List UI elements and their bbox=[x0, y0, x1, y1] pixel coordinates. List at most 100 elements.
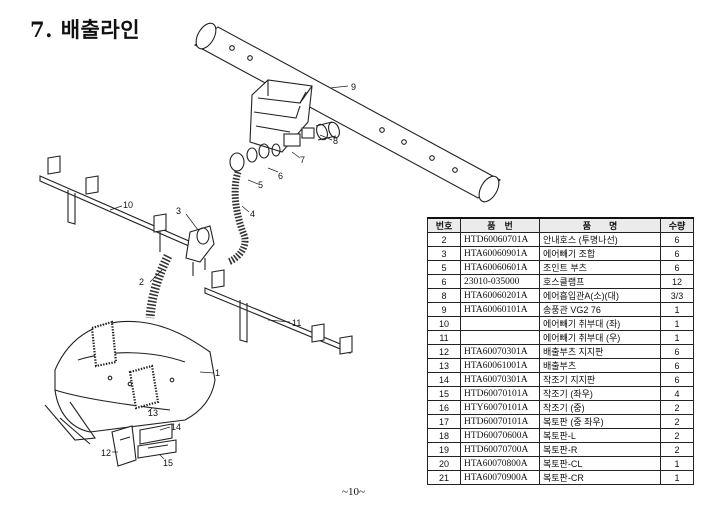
callout-11: 11 bbox=[292, 318, 301, 328]
cell-no: 6 bbox=[427, 274, 461, 289]
cell-part-number: HTA60070800A bbox=[460, 456, 540, 471]
cell-part-name: 복토판-L bbox=[539, 428, 661, 443]
callout-2: 2 bbox=[139, 277, 144, 287]
corrugated-hose bbox=[226, 170, 249, 266]
table-row: 11 에어빼기 취부대 (우)1 bbox=[427, 330, 694, 345]
cell-qty: 2 bbox=[660, 442, 694, 457]
air-vent-fitting bbox=[185, 225, 215, 276]
cell-qty: 2 bbox=[660, 428, 694, 443]
cell-part-number: HTY60070101A bbox=[460, 400, 540, 415]
cell-no: 19 bbox=[427, 442, 461, 457]
cell-no: 11 bbox=[427, 330, 461, 345]
callout-10: 10 bbox=[123, 200, 133, 210]
cell-part-number: HTA60060101A bbox=[460, 302, 540, 317]
cell-part-number: HTD60070700A bbox=[460, 442, 540, 457]
cell-part-number: HTA60070301A bbox=[460, 372, 540, 387]
table-header-row: 번호 품 번 품 명 수량 bbox=[427, 217, 694, 233]
cell-part-name: 작조기 (좌우) bbox=[539, 386, 661, 401]
cell-part-name: 복토판 (중 좌우) bbox=[539, 414, 661, 429]
cell-part-number: HTA60060201A bbox=[460, 288, 540, 303]
cell-qty: 4 bbox=[660, 386, 694, 401]
right-bracket-bar bbox=[204, 269, 353, 355]
callout-9: 9 bbox=[351, 82, 356, 92]
callout-15: 15 bbox=[163, 458, 173, 468]
callout-8: 8 bbox=[333, 136, 338, 146]
cell-part-name: 에어흡입관A(소)(대) bbox=[539, 288, 661, 303]
cell-qty: 6 bbox=[660, 358, 694, 373]
cell-qty: 6 bbox=[660, 260, 694, 275]
cell-part-name: 작조기 (중) bbox=[539, 400, 661, 415]
discharge-boots bbox=[90, 320, 160, 410]
leader-lines bbox=[109, 85, 349, 460]
cell-qty: 1 bbox=[660, 456, 694, 471]
cell-part-name: 호스클램프 bbox=[539, 274, 661, 289]
cell-part-number bbox=[460, 330, 540, 345]
cell-qty: 6 bbox=[660, 232, 694, 247]
callout-12: 12 bbox=[101, 448, 111, 458]
callout-14: 14 bbox=[171, 422, 181, 432]
callout-13: 13 bbox=[148, 408, 158, 418]
cell-part-number: HTA60070900A bbox=[460, 470, 540, 485]
cell-qty: 1 bbox=[660, 470, 694, 485]
cell-part-number bbox=[460, 316, 540, 331]
cell-no: 9 bbox=[427, 302, 461, 317]
cell-qty: 1 bbox=[660, 330, 694, 345]
cell-part-name: 에어빼기 취부대 (우) bbox=[539, 330, 661, 345]
cell-part-name: 에어빼기 취부대 (좌) bbox=[539, 316, 661, 331]
joint-boot-clamps bbox=[229, 143, 281, 172]
cell-qty: 6 bbox=[660, 344, 694, 359]
cell-qty: 6 bbox=[660, 372, 694, 387]
cell-no: 20 bbox=[427, 456, 461, 471]
guide-hose bbox=[145, 253, 173, 319]
page-number: ~10~ bbox=[342, 486, 365, 498]
cell-qty: 2 bbox=[660, 400, 694, 415]
cell-no: 17 bbox=[427, 414, 461, 429]
cell-part-number: HTD60070600A bbox=[460, 428, 540, 443]
cell-part-number: HTD60070101A bbox=[460, 386, 540, 401]
callout-4: 4 bbox=[250, 209, 255, 219]
cell-part-name: 복토판-R bbox=[539, 442, 661, 457]
air-vent-box bbox=[249, 79, 315, 153]
cell-no: 5 bbox=[427, 260, 461, 275]
callout-6: 6 bbox=[278, 171, 283, 181]
cell-qty: 6 bbox=[660, 246, 694, 261]
cell-part-number: HTD60070101A bbox=[460, 414, 540, 429]
header-part-name: 품 명 bbox=[539, 217, 661, 233]
cell-no: 18 bbox=[427, 428, 461, 443]
callout-7: 7 bbox=[300, 155, 305, 165]
header-part-number: 품 번 bbox=[460, 217, 540, 233]
blower-pipe bbox=[193, 22, 501, 203]
callout-5: 5 bbox=[258, 180, 263, 190]
cell-part-name: 에어빼기 조합 bbox=[539, 246, 661, 261]
air-intake-pipes bbox=[315, 121, 340, 141]
cell-part-name: 작조기 지지판 bbox=[539, 372, 661, 387]
cell-qty: 1 bbox=[660, 316, 694, 331]
cell-part-number: HTA60070301A bbox=[460, 344, 540, 359]
cell-part-number: HTA60061001A bbox=[460, 358, 540, 373]
cell-no: 14 bbox=[427, 372, 461, 387]
cell-part-name: 복토판-CR bbox=[539, 470, 661, 485]
cell-part-name: 조인트 부츠 bbox=[539, 260, 661, 275]
cell-no: 2 bbox=[427, 232, 461, 247]
cell-part-name: 배출부츠 지지판 bbox=[539, 344, 661, 359]
cell-part-number: HTA60060601A bbox=[460, 260, 540, 275]
callout-1: 1 bbox=[215, 368, 220, 378]
cell-no: 13 bbox=[427, 358, 461, 373]
cell-no: 16 bbox=[427, 400, 461, 415]
main-frame bbox=[44, 320, 216, 445]
cell-no: 3 bbox=[427, 246, 461, 261]
